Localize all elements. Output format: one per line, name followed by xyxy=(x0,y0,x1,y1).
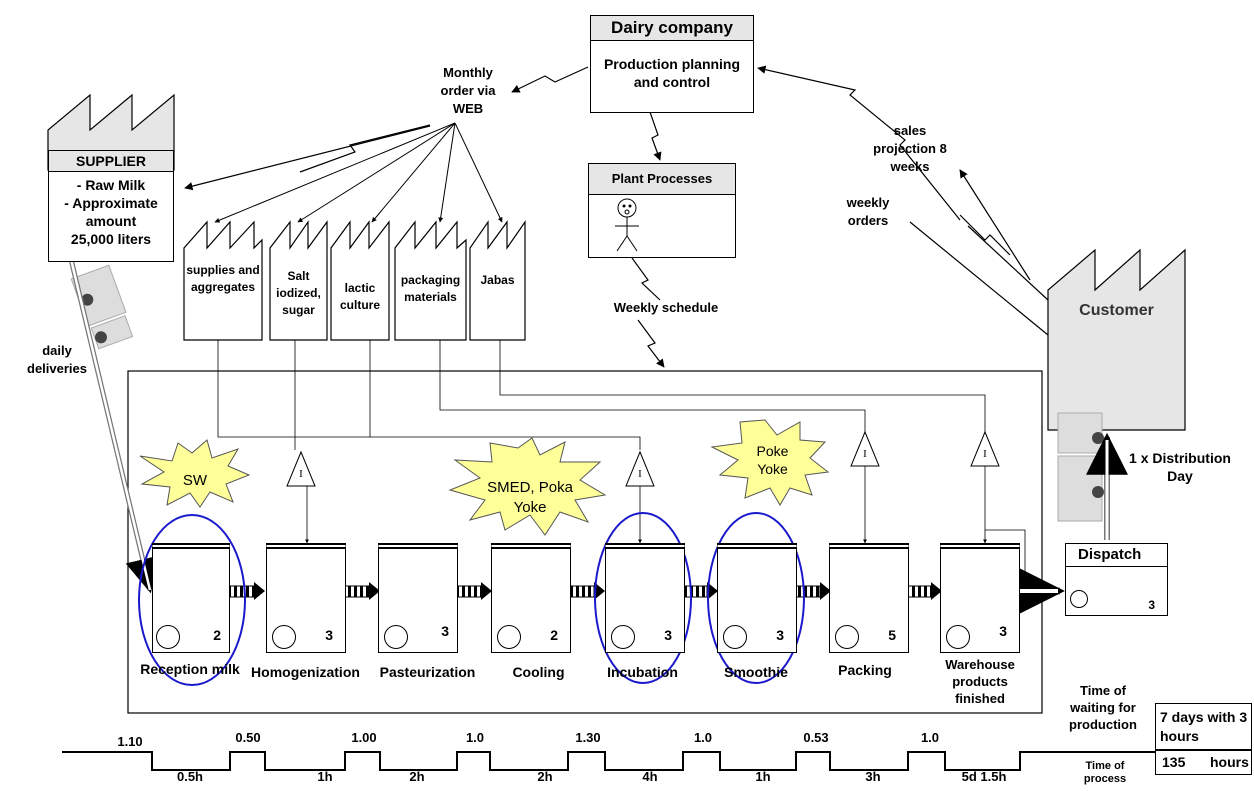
process-time: 3h xyxy=(838,769,908,784)
process-box: 2 xyxy=(491,543,571,653)
wait-time: 1.00 xyxy=(342,730,386,745)
supplier-line1: - Raw Milk xyxy=(49,176,173,194)
customer-title: Customer xyxy=(1048,302,1185,320)
daily-deliveries-label: daily deliveries xyxy=(16,342,98,378)
operator-circle-icon xyxy=(156,625,180,649)
process-time-label: Time of process xyxy=(1070,760,1140,786)
operator-circle-icon xyxy=(1070,590,1088,608)
process-time-value-box: 135 hours xyxy=(1155,750,1252,775)
operator-circle-icon xyxy=(723,625,747,649)
process-name: Smoothie xyxy=(710,664,802,680)
process-box: 3 xyxy=(605,543,685,653)
wait-time: 1.0 xyxy=(453,730,497,745)
process-name: Incubation xyxy=(595,664,690,680)
dispatch-box: Dispatch 3 xyxy=(1065,543,1168,616)
operator-icon xyxy=(607,196,647,256)
process-name: Cooling xyxy=(496,664,581,680)
inventory-symbol-2: I xyxy=(633,468,647,480)
kaizen-poke-label: Poke Yoke xyxy=(745,442,800,478)
process-name: Warehouse products finished xyxy=(930,656,1030,707)
dispatch-operators: 3 xyxy=(1148,598,1155,612)
process-time: 5d 1.5h xyxy=(946,769,1022,784)
plant-processes-box: Plant Processes xyxy=(588,163,736,258)
material-packaging: packaging materials xyxy=(395,272,466,306)
waiting-time-value-box: 7 days with 3 hours xyxy=(1155,703,1252,750)
supplier-line3: 25,000 liters xyxy=(49,230,173,248)
process-name: Homogenization xyxy=(238,664,373,680)
inventory-symbol-1: I xyxy=(294,468,308,480)
process-time: 2h xyxy=(510,769,580,784)
process-time: 1h xyxy=(290,769,360,784)
process-time-value-unit: hours xyxy=(1210,754,1249,770)
weekly-schedule-label: Weekly schedule xyxy=(596,300,736,315)
process-box: 2 xyxy=(152,543,230,653)
process-name: Reception milk xyxy=(140,660,240,678)
operator-circle-icon xyxy=(611,625,635,649)
distribution-label: 1 x Distribution Day xyxy=(1115,449,1245,485)
company-subtitle: Production planning and control xyxy=(591,41,753,91)
customer-truck-icon xyxy=(1058,413,1104,521)
process-box: 5 xyxy=(829,543,909,653)
process-box: 3 xyxy=(378,543,458,653)
process-time: 1h xyxy=(728,769,798,784)
dispatch-title: Dispatch xyxy=(1066,544,1167,567)
company-box: Dairy company Production planning and co… xyxy=(590,15,754,113)
process-operators: 3 xyxy=(776,627,784,643)
wait-time: 1.30 xyxy=(566,730,610,745)
process-box: 3 xyxy=(266,543,346,653)
material-supplies: supplies and aggregates xyxy=(184,262,262,296)
process-operators: 2 xyxy=(213,627,221,643)
material-lactic: lactic culture xyxy=(331,280,389,314)
wait-time: 0.50 xyxy=(226,730,270,745)
process-name: Pasteurization xyxy=(365,664,490,680)
process-operators: 3 xyxy=(441,623,449,639)
inventory-symbol-3: I xyxy=(858,448,872,460)
waiting-time-label: Time of waiting for production xyxy=(1058,682,1148,733)
process-box: 3 xyxy=(717,543,797,653)
supplier-box: SUPPLIER - Raw Milk - Approximate amount… xyxy=(48,150,174,262)
wait-time: 1.0 xyxy=(908,730,952,745)
sales-projection-label: sales projection 8 weeks xyxy=(870,122,950,176)
material-jabas: Jabas xyxy=(470,272,525,289)
customer-factory xyxy=(1048,250,1185,430)
wait-time: 1.10 xyxy=(108,734,152,749)
timeline-line xyxy=(62,752,1155,770)
process-operators: 2 xyxy=(550,627,558,643)
operator-circle-icon xyxy=(497,625,521,649)
weekly-orders-label: weekly orders xyxy=(832,194,904,230)
supplier-line2: - Approximate amount xyxy=(49,194,173,230)
company-title: Dairy company xyxy=(591,16,753,41)
process-time: 0.5h xyxy=(155,769,225,784)
kaizen-smed-label: SMED, Poka Yoke xyxy=(480,478,580,518)
operator-circle-icon xyxy=(946,625,970,649)
waiting-time-value: 7 days with 3 hours xyxy=(1156,704,1251,746)
wait-time: 1.0 xyxy=(681,730,725,745)
wait-time: 0.53 xyxy=(794,730,838,745)
process-operators: 5 xyxy=(888,627,896,643)
process-box: 3 xyxy=(940,543,1020,653)
material-salt: Salt iodized, sugar xyxy=(270,268,327,319)
inventory-symbol-4: I xyxy=(978,448,992,460)
process-operators: 3 xyxy=(999,623,1007,639)
process-name: Packing xyxy=(820,662,910,678)
operator-circle-icon xyxy=(272,625,296,649)
process-time: 2h xyxy=(382,769,452,784)
process-operators: 3 xyxy=(325,627,333,643)
process-time: 4h xyxy=(615,769,685,784)
operator-circle-icon xyxy=(835,625,859,649)
operator-circle-icon xyxy=(384,625,408,649)
plant-processes-title: Plant Processes xyxy=(589,164,735,195)
process-time-value-num: 135 xyxy=(1162,754,1185,770)
supplier-title: SUPPLIER xyxy=(49,151,173,172)
monthly-order-label: Monthly order via WEB xyxy=(428,64,508,118)
process-operators: 3 xyxy=(664,627,672,643)
kaizen-sw-label: SW xyxy=(165,472,225,489)
